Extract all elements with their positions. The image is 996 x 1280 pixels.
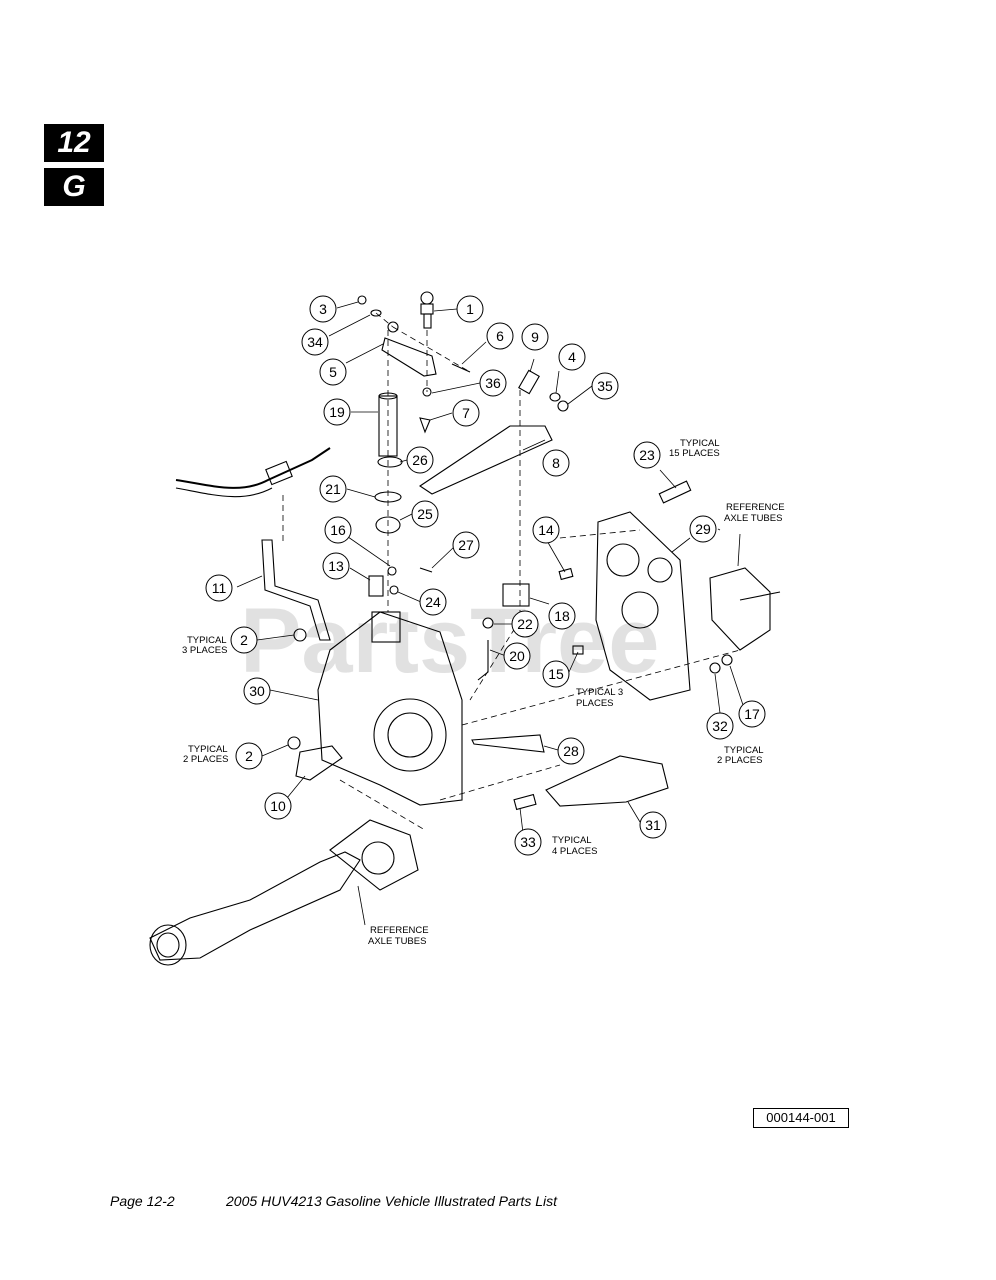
- svg-text:1: 1: [466, 301, 474, 317]
- svg-text:10: 10: [270, 798, 286, 814]
- svg-text:13: 13: [328, 558, 344, 574]
- callout-7: 7: [452, 399, 480, 427]
- callouts: 1 2 2 3 4 5 6 7 8 9 10 11 13 14 15 16 17…: [205, 295, 766, 856]
- svg-text:11: 11: [212, 580, 227, 596]
- callout-20: 20: [503, 642, 531, 670]
- svg-text:2: 2: [240, 632, 248, 648]
- callout-21: 21: [319, 475, 347, 503]
- callout-33: 33: [514, 828, 542, 856]
- svg-text:22: 22: [517, 616, 533, 632]
- note-typical-3-places-mid-line2: PLACES: [576, 698, 614, 709]
- note-typical-3-places-left-line2: 3 PLACES: [182, 645, 227, 656]
- svg-text:18: 18: [554, 608, 570, 624]
- diagram-linework: [149, 291, 781, 966]
- notes: TYPICAL 15 PLACES REFERENCE AXLE TUBES T…: [182, 438, 785, 947]
- note-typical-15-places-line2: 15 PLACES: [669, 448, 720, 459]
- svg-text:27: 27: [458, 537, 474, 553]
- note-reference-axle-tubes-right-line2: AXLE TUBES: [724, 513, 782, 524]
- note-reference-axle-tubes-bottom-line2: AXLE TUBES: [368, 936, 426, 947]
- svg-text:26: 26: [412, 452, 428, 468]
- callout-3: 3: [309, 295, 337, 323]
- callout-2: 2: [230, 626, 258, 654]
- callout-26: 26: [406, 446, 434, 474]
- callout-19: 19: [323, 398, 351, 426]
- callout-6: 6: [486, 322, 514, 350]
- svg-text:7: 7: [462, 405, 470, 421]
- callout-29: 29: [689, 515, 717, 543]
- callout-4: 4: [558, 343, 586, 371]
- callout-22: 22: [511, 610, 539, 638]
- callout-10: 10: [264, 792, 292, 820]
- svg-text:6: 6: [496, 328, 504, 344]
- note-typical-2-places-right-line2: 2 PLACES: [717, 755, 762, 766]
- callout-1: 1: [456, 295, 484, 323]
- callout-15: 15: [542, 660, 570, 688]
- callout-16: 16: [324, 516, 352, 544]
- callout-17: 17: [738, 700, 766, 728]
- svg-text:30: 30: [249, 683, 265, 699]
- note-typical-3-places-left-line1: TYPICAL: [187, 635, 227, 646]
- svg-text:28: 28: [563, 743, 579, 759]
- note-reference-axle-tubes-right-line1: REFERENCE: [726, 502, 785, 513]
- svg-text:33: 33: [520, 834, 536, 850]
- note-typical-15-places-line1: TYPICAL: [680, 438, 720, 449]
- callout-23: 23: [633, 441, 661, 469]
- callout-5: 5: [319, 358, 347, 386]
- callout-24: 24: [419, 588, 447, 616]
- callout-31: 31: [639, 811, 667, 839]
- svg-text:29: 29: [695, 521, 711, 537]
- svg-text:16: 16: [330, 522, 346, 538]
- svg-text:23: 23: [639, 447, 655, 463]
- callout-9: 9: [521, 323, 549, 351]
- note-typical-4-places-line1: TYPICAL: [552, 835, 592, 846]
- section-tab: G: [44, 168, 104, 206]
- svg-text:24: 24: [425, 594, 441, 610]
- callout-35: 35: [591, 372, 619, 400]
- note-typical-3-places-mid-line1: TYPICAL 3: [576, 687, 623, 698]
- note-typical-2-places-left-line1: TYPICAL: [188, 744, 228, 755]
- callout-30: 30: [243, 677, 271, 705]
- callout-32: 32: [706, 712, 734, 740]
- callout-14: 14: [532, 516, 560, 544]
- svg-text:17: 17: [744, 706, 760, 722]
- svg-text:20: 20: [509, 648, 525, 664]
- svg-text:21: 21: [325, 481, 341, 497]
- svg-text:4: 4: [568, 349, 576, 365]
- svg-text:31: 31: [645, 817, 661, 833]
- chapter-tab: 12: [44, 124, 104, 162]
- callout-13: 13: [322, 552, 350, 580]
- callout-11: 11: [205, 574, 233, 602]
- note-typical-2-places-right-line1: TYPICAL: [724, 745, 764, 756]
- note-typical-4-places-line2: 4 PLACES: [552, 846, 597, 857]
- callout-18: 18: [548, 602, 576, 630]
- callout-28: 28: [557, 737, 585, 765]
- callout-2: 2: [235, 742, 263, 770]
- svg-text:15: 15: [548, 666, 564, 682]
- svg-text:34: 34: [307, 334, 323, 350]
- callout-27: 27: [452, 531, 480, 559]
- footer-document-title: 2005 HUV4213 Gasoline Vehicle Illustrate…: [226, 1193, 557, 1209]
- svg-text:19: 19: [329, 404, 345, 420]
- figure-id-box: 000144-001: [753, 1108, 849, 1128]
- svg-text:32: 32: [712, 718, 728, 734]
- svg-text:25: 25: [417, 506, 433, 522]
- footer-page-number: Page 12-2: [110, 1193, 175, 1209]
- svg-text:3: 3: [319, 301, 327, 317]
- callout-8: 8: [542, 449, 570, 477]
- svg-text:14: 14: [538, 522, 554, 538]
- callout-34: 34: [301, 328, 329, 356]
- note-reference-axle-tubes-bottom-line1: REFERENCE: [370, 925, 429, 936]
- callout-25: 25: [411, 500, 439, 528]
- svg-text:36: 36: [485, 375, 501, 391]
- note-typical-2-places-left-line2: 2 PLACES: [183, 754, 228, 765]
- svg-text:35: 35: [597, 378, 613, 394]
- svg-text:8: 8: [552, 455, 560, 471]
- svg-text:5: 5: [329, 364, 337, 380]
- svg-text:9: 9: [531, 329, 539, 345]
- svg-text:2: 2: [245, 748, 253, 764]
- callout-36: 36: [479, 369, 507, 397]
